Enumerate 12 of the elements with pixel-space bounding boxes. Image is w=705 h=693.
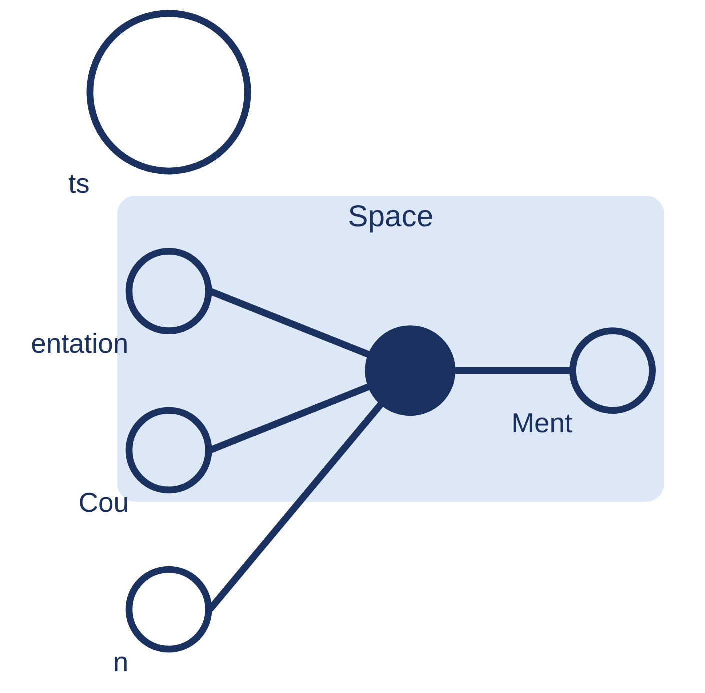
node-label: entation <box>31 328 129 360</box>
node-circle <box>86 10 252 175</box>
node-label: ts <box>68 168 90 200</box>
connector <box>455 367 573 374</box>
node-circle <box>570 328 656 414</box>
node-circle <box>126 566 212 653</box>
node-circle <box>126 407 212 494</box>
node-label: Ment <box>512 408 573 439</box>
node-label: n <box>113 646 129 678</box>
node-circle <box>365 326 456 416</box>
node-circle <box>126 248 212 334</box>
node-label: Cou <box>78 487 130 518</box>
